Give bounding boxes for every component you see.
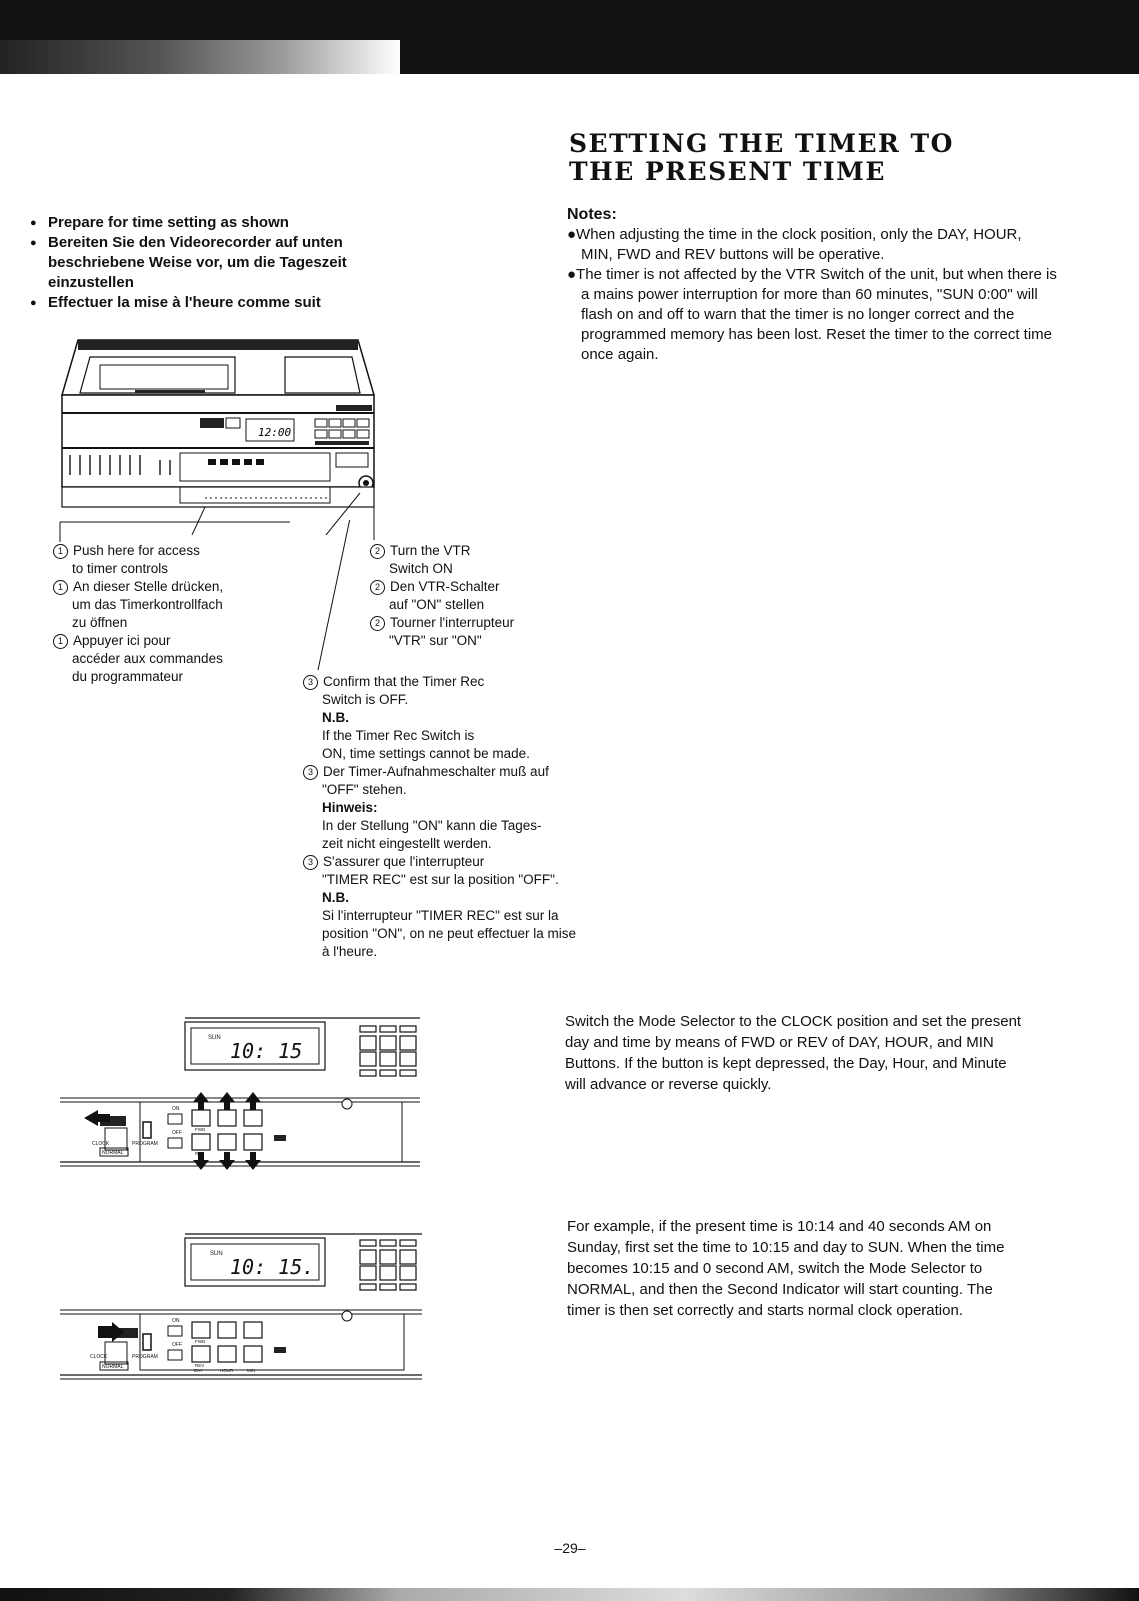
panel-2-day: SUN (210, 1251, 223, 1257)
step-2-en-line: Switch ON (389, 561, 453, 576)
page-number: –29– (554, 1540, 586, 1556)
step-2-fr-line: "VTR" sur "ON" (389, 633, 482, 648)
step-3-de-nb-line: zeit nicht eingestellt werden. (322, 836, 492, 851)
panel-1-fwd-label: FWD (195, 1127, 206, 1132)
step-2-number: 2 (370, 544, 385, 559)
top-scan-bar-gradient (0, 40, 400, 74)
step-2-number: 2 (370, 616, 385, 631)
step-1-fr-line: accéder aux commandes (72, 651, 223, 666)
step-2-de-line: Den VTR-Schalter (390, 579, 500, 594)
panel-1-program-label: PROGRAM (132, 1141, 158, 1147)
panel-1-off-label: OFF (172, 1130, 182, 1136)
step-3-fr-line: S'assurer que l'interrupteur (323, 854, 485, 869)
panel-2-display: 10: 15. (230, 1255, 314, 1279)
panel-1-display: 10: 15 (230, 1039, 302, 1063)
vtr-display-text: 12:00 (258, 426, 291, 439)
step-1-de-line: um das Timerkontrollfach (72, 597, 223, 612)
step-3-fr-nb-line: à l'heure. (322, 944, 378, 959)
notes-block: Notes: ●When adjusting the time in the c… (567, 205, 1057, 365)
panel-2-clock-label: CLOCK (90, 1354, 108, 1360)
panel-2-fwd-label: FWD (195, 1339, 206, 1344)
step-3-en-nb-line: If the Timer Rec Switch is (322, 728, 475, 743)
step-3-de-nb-heading: Hinweis: (322, 800, 378, 815)
step-3-en-nb-heading: N.B. (322, 710, 349, 725)
prepare-list: Prepare for time setting as shown Bereit… (30, 213, 390, 313)
panel-2-rev-label: REV (195, 1363, 204, 1368)
step-3-number: 3 (303, 855, 318, 870)
step-1-en-line: Push here for access (73, 543, 200, 558)
panel-1-on-label: ON (172, 1106, 180, 1112)
timer-panel-illustration-1: SUN 10: 15 CLOCK PROGRAM NORMAL ON OFF F… (60, 1017, 420, 1170)
step-3-en-line: Switch is OFF. (322, 692, 409, 707)
step-1-number: 1 (53, 634, 68, 649)
step-3-number: 3 (303, 765, 318, 780)
panel-1-day: SUN (208, 1035, 221, 1041)
timer-panel-illustration-2: SUN 10: 15. CLOCK PROGRAM NORMAL ON OFF … (60, 1233, 422, 1380)
panel-1-clock-label: CLOCK (92, 1141, 110, 1147)
step-1-fr-line: Appuyer ici pour (73, 633, 171, 648)
paragraph-example: For example, if the present time is 10:1… (567, 1218, 1005, 1319)
panel-2-program-label: PROGRAM (132, 1354, 158, 1360)
step-2-number: 2 (370, 580, 385, 595)
step-2-en-line: Turn the VTR (390, 543, 471, 558)
step-3-fr-line: "TIMER REC" est sur la position "OFF". (322, 872, 559, 887)
step-1-de-line: An dieser Stelle drücken, (73, 579, 224, 594)
prepare-en: Prepare for time setting as shown (30, 213, 390, 233)
step-3-de-line: Der Timer-Aufnahmeschalter muß auf (323, 764, 549, 779)
step-3-number: 3 (303, 675, 318, 690)
step-1-fr-line: du programmateur (72, 669, 184, 684)
step-1-en-line: to timer controls (72, 561, 169, 576)
step-3-fr-nb-heading: N.B. (322, 890, 349, 905)
prepare-fr: Effectuer la mise à l'heure comme suit (30, 293, 390, 313)
bottom-scan-bar (0, 1588, 1139, 1601)
step-1-number: 1 (53, 580, 68, 595)
step-1-number: 1 (53, 544, 68, 559)
notes-heading: Notes: (567, 206, 617, 223)
page-title: SETTING THE TIMER TO THE PRESENT TIME (569, 130, 1089, 186)
step-2-de-line: auf "ON" stellen (389, 597, 485, 612)
title-line-1: SETTING THE TIMER TO (569, 129, 954, 158)
step-3-de-line: "OFF" stehen. (322, 782, 407, 797)
step-3-en-nb-line: ON, time settings cannot be made. (322, 746, 530, 761)
panel-2-off-label: OFF (172, 1342, 182, 1348)
step-3-fr-nb-line: position "ON", on ne peut effectuer la m… (322, 926, 576, 941)
paragraph-mode-selector: Switch the Mode Selector to the CLOCK po… (565, 1013, 1022, 1093)
panel-2-hour-label: HOUR (220, 1368, 234, 1373)
leader-lines (59, 520, 375, 671)
step-1-de-line: zu öffnen (72, 615, 128, 630)
step-3: 3 Confirm that the Timer Rec Switch is OF… (303, 673, 633, 961)
step-3-en-line: Confirm that the Timer Rec (323, 674, 485, 689)
step-3-de-nb-line: In der Stellung "ON" kann die Tages- (322, 818, 542, 833)
panel-2-day-label: DAY (194, 1368, 203, 1373)
prepare-de: Bereiten Sie den Videorecorder auf unten… (30, 233, 390, 293)
note-item: ●When adjusting the time in the clock po… (567, 226, 1022, 263)
title-line-2: THE PRESENT TIME (569, 157, 886, 186)
panel-1-normal-label: NORMAL (102, 1150, 124, 1156)
panel-2-on-label: ON (172, 1318, 180, 1324)
step-2-fr-line: Tourner l'interrupteur (390, 615, 515, 630)
panel-2-normal-label: NORMAL (102, 1364, 124, 1370)
step-3-fr-nb-line: Si l'interrupteur "TIMER REC" est sur la (322, 908, 559, 923)
panel-2-min-label: MIN (247, 1368, 255, 1373)
note-item: ●The timer is not affected by the VTR Sw… (567, 266, 1057, 363)
vtr-illustration: 12:00 (61, 339, 375, 535)
